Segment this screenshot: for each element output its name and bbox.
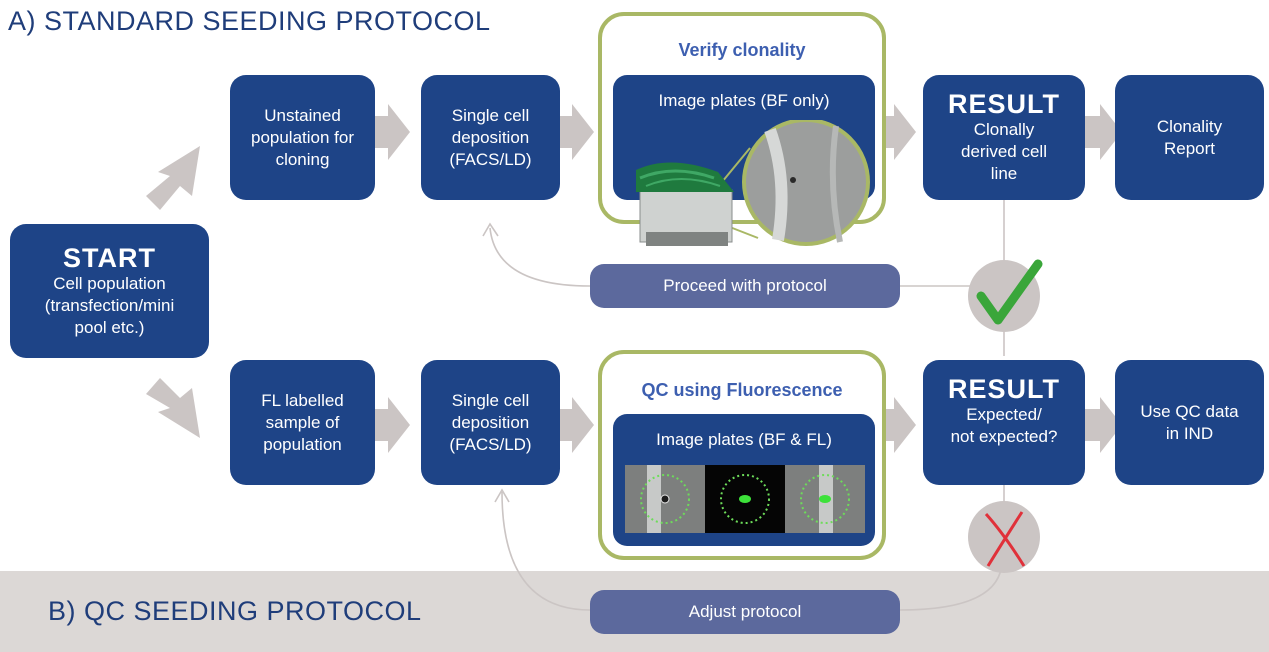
flow-arrow-a4 xyxy=(1085,104,1122,160)
flow-arrow-b4 xyxy=(1085,397,1122,453)
start-line-2: (transfection/mini xyxy=(44,296,175,315)
loop-arrowhead-b xyxy=(494,488,510,503)
fluorescence-panels xyxy=(625,465,865,533)
step-a1-line-1: Unstained xyxy=(264,105,341,125)
result-a-line-1: Clonally xyxy=(973,120,1035,139)
single-cell-deposition-box-b: Single cell deposition (FACS/LD) xyxy=(421,360,560,485)
clonality-report-box: Clonality Report xyxy=(1115,75,1264,200)
result-a-line-3: line xyxy=(990,164,1018,183)
section-b-title: B) QC SEEDING PROTOCOL xyxy=(48,596,422,626)
section-a-title: A) STANDARD SEEDING PROTOCOL xyxy=(8,6,491,36)
flow-arrow-a3 xyxy=(878,104,916,160)
adjust-protocol-label: Adjust protocol xyxy=(590,590,900,634)
step-b2-line-1: Single cell xyxy=(451,390,530,410)
step-a2-line-1: Single cell xyxy=(451,105,530,125)
cross-icon xyxy=(968,501,1040,573)
result-box-a: RESULT Clonally derived cell line xyxy=(923,75,1085,200)
flow-arrow-a1 xyxy=(373,104,410,160)
result-b-line-2: not expected? xyxy=(950,427,1058,446)
loop-arrowhead-a xyxy=(482,222,499,237)
result-box-b: RESULT Expected/ not expected? xyxy=(923,360,1085,485)
final-a-line-2: Report xyxy=(1163,138,1216,158)
result-a-line-2: derived cell xyxy=(961,142,1047,161)
flow-arrow-b3 xyxy=(878,397,916,453)
checkmark-icon xyxy=(968,259,1043,332)
final-b-line-2: in IND xyxy=(1165,423,1214,443)
flow-arrow-b2 xyxy=(558,397,594,453)
start-heading: START xyxy=(63,243,156,273)
proceed-with-protocol-label: Proceed with protocol xyxy=(590,264,900,308)
step-a1-line-3: cloning xyxy=(275,149,330,169)
loop-line-b-left xyxy=(501,491,591,611)
result-b-line-1: Expected/ xyxy=(966,405,1042,424)
step-b1-line-1: FL labelled xyxy=(261,390,344,410)
use-qc-data-box: Use QC data in IND xyxy=(1115,360,1264,485)
qc-fluorescence-title: QC using Fluorescence xyxy=(641,380,843,400)
step-a2-line-2: deposition xyxy=(451,127,530,147)
loop-line-a-left xyxy=(489,227,591,287)
diagonal-arrow-up xyxy=(146,146,200,210)
diagonal-arrow-down xyxy=(146,378,200,438)
step-b2-line-3: (FACS/LD) xyxy=(449,434,532,454)
step-b2-line-2: deposition xyxy=(451,412,530,432)
flow-arrow-b1 xyxy=(373,397,410,453)
start-line-1: Cell population xyxy=(53,274,166,293)
flow-arrow-a2 xyxy=(558,104,594,160)
final-b-line-1: Use QC data xyxy=(1140,401,1239,421)
final-a-line-1: Clonality xyxy=(1156,116,1223,136)
start-box: START Cell population (transfection/mini… xyxy=(10,224,209,358)
step-a1-line-2: population for xyxy=(250,127,355,147)
imager-instrument-icon xyxy=(636,120,870,246)
single-cell-deposition-box-a: Single cell deposition (FACS/LD) xyxy=(421,75,560,200)
step-b1-line-3: population xyxy=(263,434,342,454)
start-line-3: pool etc.) xyxy=(74,318,145,337)
unstained-population-box: Unstained population for cloning xyxy=(230,75,375,200)
result-heading-b: RESULT xyxy=(948,374,1060,404)
image-plates-label-b: Image plates (BF & FL) xyxy=(656,430,832,449)
step-a2-line-3: (FACS/LD) xyxy=(449,149,532,169)
image-plates-label-a: Image plates (BF only) xyxy=(658,91,830,110)
result-heading-a: RESULT xyxy=(948,89,1060,119)
fl-labelled-sample-box: FL labelled sample of population xyxy=(230,360,375,485)
step-b1-line-2: sample of xyxy=(265,412,340,432)
verify-clonality-title: Verify clonality xyxy=(678,40,806,60)
